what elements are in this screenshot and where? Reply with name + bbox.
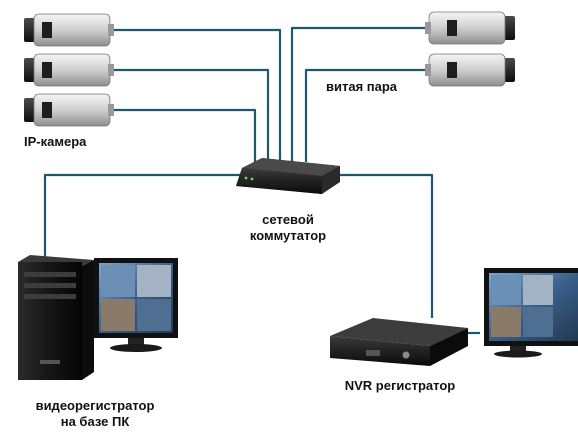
cable-cam-left-2 — [110, 68, 270, 162]
switch-label: сетевой коммутатор — [228, 212, 348, 244]
pc-dvr-label-line1: видеорегистратор — [35, 398, 155, 413]
network-switch-icon — [236, 158, 340, 194]
switch-label-line2: коммутатор — [249, 228, 327, 243]
ip-camera-icon — [24, 53, 114, 87]
nvr-recorder-icon — [330, 318, 468, 366]
ip-camera-label: IP-камера — [24, 134, 87, 149]
cable-cam-left-1 — [110, 28, 282, 162]
pc-tower-icon — [18, 255, 94, 380]
nvr-label: NVR регистратор — [344, 378, 456, 393]
twisted-pair-label: витая пара — [326, 79, 398, 94]
cables — [43, 26, 480, 335]
cable-cam-left-3 — [110, 108, 257, 162]
ip-camera-icon — [425, 11, 515, 45]
monitor-icon — [94, 258, 178, 352]
pc-dvr-label: видеорегистратор на базе ПК — [10, 398, 180, 430]
cable-to-pc — [43, 173, 242, 258]
cable-cam-right-2 — [304, 68, 428, 162]
pc-dvr-label-line2: на базе ПК — [60, 414, 130, 429]
cable-cam-right-1 — [290, 26, 428, 162]
switch-label-line1: сетевой — [262, 212, 314, 227]
ip-camera-icon — [24, 13, 114, 47]
ip-camera-icon — [24, 93, 114, 127]
cable-to-nvr — [338, 173, 434, 318]
ip-camera-icon — [425, 53, 515, 87]
monitor-icon — [484, 268, 578, 358]
